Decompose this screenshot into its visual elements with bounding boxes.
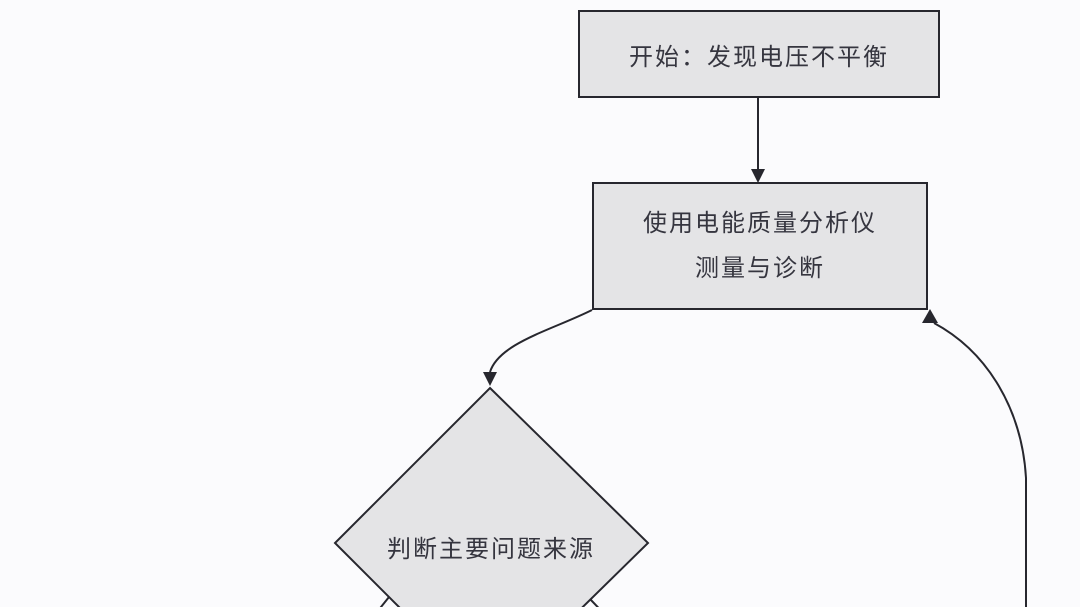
edge-return-to-measure xyxy=(933,322,1027,607)
node-measure-label-line2: 测量与诊断 xyxy=(695,255,825,282)
node-start-label: 开始：发现电压不平衡 xyxy=(629,43,889,71)
node-decision-label: 判断主要问题来源 xyxy=(387,536,595,563)
arrowhead-into-measure-top xyxy=(751,169,765,183)
edge-decision-branch-left xyxy=(379,596,390,607)
edge-measure-to-decision xyxy=(489,309,593,373)
node-measure-diagnose: 使用电能质量分析仪 测量与诊断 xyxy=(592,182,928,310)
node-start: 开始：发现电压不平衡 xyxy=(578,10,940,98)
arrowhead-into-decision-top xyxy=(483,372,497,386)
arrowhead-into-measure-corner xyxy=(922,309,938,323)
edge-decision-branch-right xyxy=(589,598,600,607)
decision-diamond-shape xyxy=(333,386,650,607)
node-measure-label-line1: 使用电能质量分析仪 xyxy=(643,209,877,237)
